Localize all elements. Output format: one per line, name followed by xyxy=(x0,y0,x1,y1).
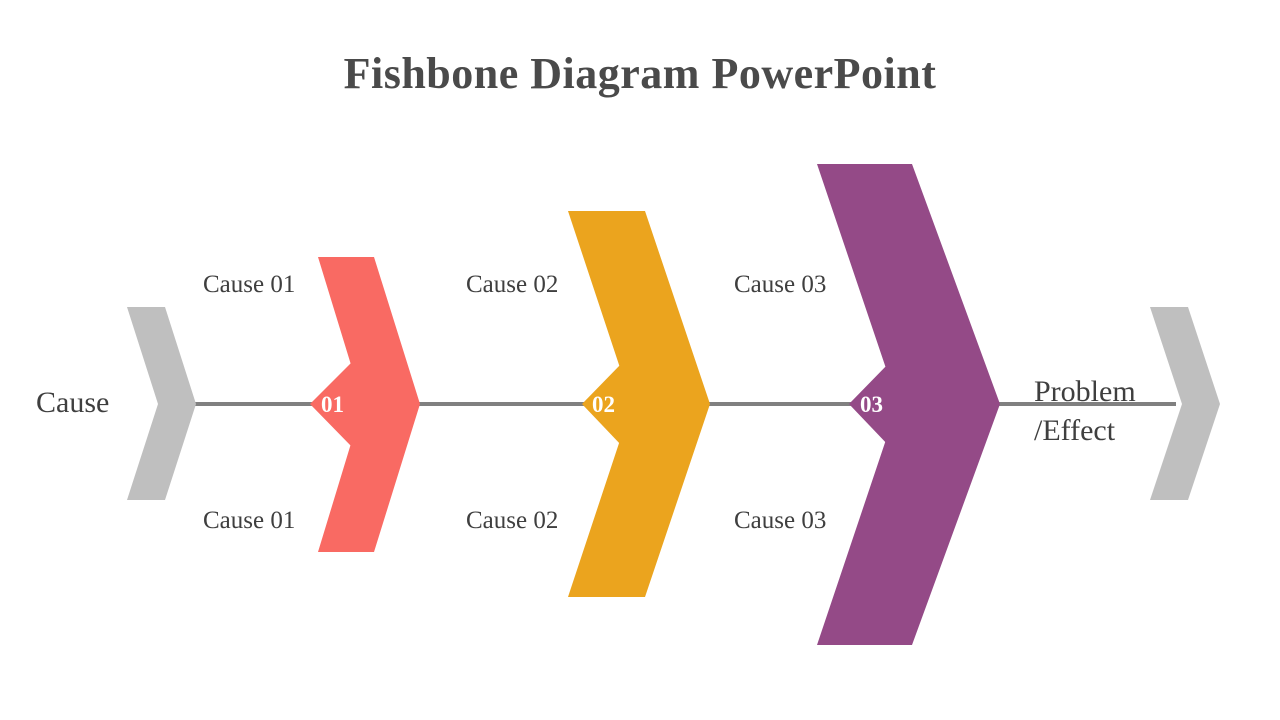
bone-chevron-01 xyxy=(318,257,420,552)
bone-chevron-03 xyxy=(817,164,1000,645)
bone-label-top-03: Cause 03 xyxy=(734,271,827,298)
bone-label-bottom-03: Cause 03 xyxy=(734,507,827,534)
bone-label-top-01: Cause 01 xyxy=(203,271,296,298)
bone-badge-02 xyxy=(582,363,636,446)
bone-label-bottom-01: Cause 01 xyxy=(203,507,296,534)
bone-number-02: 02 xyxy=(592,392,615,417)
bone-number-03: 03 xyxy=(860,392,883,417)
page-title: Fishbone Diagram PowerPoint xyxy=(343,49,937,98)
bone-label-bottom-02: Cause 02 xyxy=(466,507,559,534)
effect-label-line-2: /Effect xyxy=(1034,414,1116,447)
bone-badge-03 xyxy=(849,362,903,447)
cause-cap-chevron xyxy=(127,307,196,500)
bone-badge-01 xyxy=(310,362,365,447)
effect-cap-chevron xyxy=(1150,307,1220,500)
bone-chevron-02 xyxy=(568,211,710,597)
cause-cap-label: Cause xyxy=(36,386,110,419)
bone-number-01: 01 xyxy=(321,392,344,417)
bone-label-top-02: Cause 02 xyxy=(466,271,559,298)
effect-label-line-1: Problem xyxy=(1034,375,1136,408)
effect-cap-label: Problem /Effect xyxy=(1034,372,1136,450)
